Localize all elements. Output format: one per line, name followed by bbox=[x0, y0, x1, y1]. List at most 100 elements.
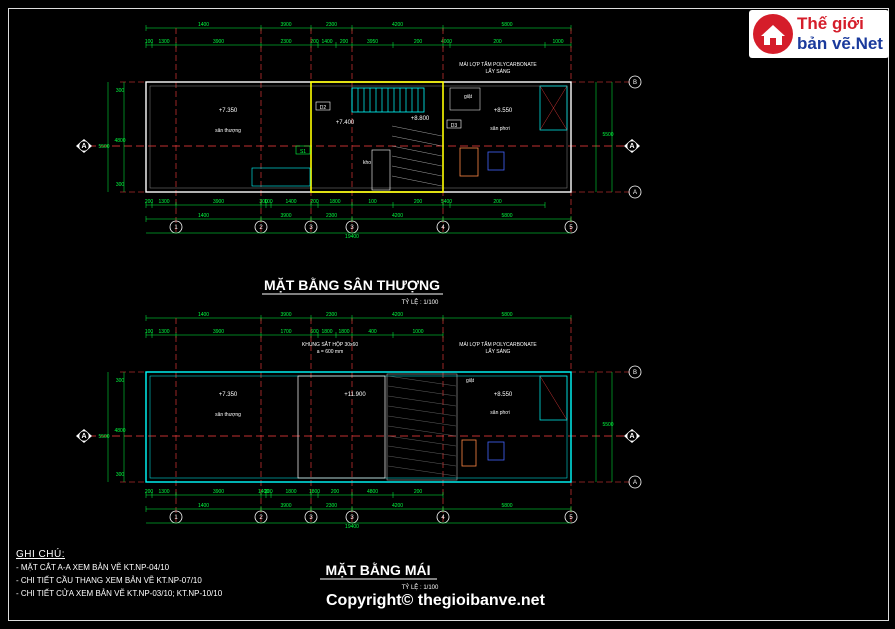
window-tag-label: S1 bbox=[300, 149, 306, 155]
grid-bubble-label: 1 bbox=[174, 515, 178, 521]
note-khung-2: a = 600 mm bbox=[317, 349, 344, 355]
roof-frame-hatch bbox=[387, 455, 457, 467]
roof-frame bbox=[386, 373, 458, 481]
copyright-text: Copyright© thegioibanve.net bbox=[326, 592, 545, 609]
grid-bubble-label: 3 bbox=[309, 515, 313, 521]
note-polycarbonate-2: LẤY SÁNG bbox=[486, 348, 511, 355]
dim-top1-value: 5800 bbox=[501, 22, 512, 28]
dim-top1-value: 4200 bbox=[392, 312, 403, 318]
dim-bot1-value: 200 bbox=[493, 199, 502, 205]
dim-top2-value: 3900 bbox=[213, 39, 224, 45]
elevation-a: +7.350 bbox=[219, 108, 238, 114]
section-marker-right-disc bbox=[626, 430, 638, 442]
dim-top2-value: 1000 bbox=[412, 329, 423, 335]
dim-top1-value: 1400 bbox=[198, 312, 209, 318]
grid-bubble-a bbox=[628, 185, 642, 199]
dim-bot2-value: 1400 bbox=[198, 503, 209, 509]
dim-bot1-value: 3900 bbox=[213, 489, 224, 495]
hatch bbox=[391, 125, 443, 137]
side-dim-total: 5500 bbox=[602, 132, 613, 138]
plan-scale-2: TỶ LỆ : 1/100 bbox=[402, 583, 439, 591]
dim-bot2-value: 3900 bbox=[280, 503, 291, 509]
dim-top2-value: 4000 bbox=[441, 39, 452, 45]
dim-bot1-value: 300 bbox=[259, 199, 268, 205]
dim-top2-value: 200 bbox=[340, 39, 349, 45]
dim-bot2-value: 2300 bbox=[326, 213, 337, 219]
core-wall bbox=[310, 81, 444, 193]
storage-room bbox=[371, 149, 391, 191]
dim-top2-value: 400 bbox=[368, 329, 377, 335]
door-tag bbox=[446, 119, 462, 129]
dim-bot1-value: 1800 bbox=[309, 489, 320, 495]
dim-bot1-value: 200 bbox=[310, 199, 319, 205]
dim-overall: 19400 bbox=[345, 524, 359, 530]
side-dim-total: 5500 bbox=[98, 144, 109, 150]
dim-top2-value: 200 bbox=[493, 39, 502, 45]
skylight-hatch bbox=[539, 85, 568, 131]
room-label-giat: giặt bbox=[464, 94, 473, 100]
elevation-b: +11.900 bbox=[344, 392, 366, 398]
site-logo[interactable]: Thế giới bản vẽ.Net bbox=[749, 10, 889, 58]
door-tag-label: D3 bbox=[451, 123, 458, 129]
dim-top2-value: 1300 bbox=[158, 329, 169, 335]
plan-scale-1: TỶ LỆ : 1/100 bbox=[402, 298, 439, 306]
elevation-d: +8.550 bbox=[494, 392, 513, 398]
dim-top2-value: 100 bbox=[145, 329, 154, 335]
note-polycarbonate: MÁI LỢP TẤM POLYCARBONATE bbox=[459, 341, 537, 348]
dim-bot1-value: 1800 bbox=[285, 489, 296, 495]
logo-line-1: Thế giới bbox=[797, 14, 864, 33]
section-marker-left-disc bbox=[78, 140, 90, 152]
stair bbox=[351, 87, 425, 113]
elevation-a: +7.350 bbox=[219, 392, 238, 398]
house-icon bbox=[753, 14, 793, 54]
side-dim-value: 300 bbox=[116, 88, 125, 94]
dim-bot2-value: 5800 bbox=[501, 503, 512, 509]
grid-bubble-label: 2 bbox=[259, 515, 263, 521]
side-dim-total: 5500 bbox=[602, 422, 613, 428]
dim-top1-value: 3900 bbox=[280, 312, 291, 318]
door-tag-label: D2 bbox=[320, 105, 327, 111]
roof-frame-hatch bbox=[387, 465, 457, 477]
roof-frame-hatch bbox=[387, 415, 457, 427]
section-marker-left-disc bbox=[78, 430, 90, 442]
dim-top2-value: 200 bbox=[414, 39, 423, 45]
dim-top2-value: 1800 bbox=[338, 329, 349, 335]
dim-top2-value: 3950 bbox=[367, 39, 378, 45]
dim-bot1-value: 5400 bbox=[441, 199, 452, 205]
general-notes: GHI CHÚ: - MẶT CẮT A-A XEM BẢN VẼ KT.NP-… bbox=[16, 548, 222, 600]
hatch bbox=[391, 135, 443, 147]
grid-bubble-label: 3 bbox=[350, 225, 354, 231]
dim-bot2-value: 1400 bbox=[198, 213, 209, 219]
room-label-d: sân phơi bbox=[490, 410, 509, 416]
room-label-d: sân phơi bbox=[490, 126, 509, 132]
grid-bubble-label: 2 bbox=[259, 225, 263, 231]
dim-bot1-value: 1400 bbox=[258, 489, 269, 495]
elevation-b: +7.400 bbox=[336, 120, 355, 126]
skylight bbox=[539, 85, 568, 131]
note-line: - CHI TIẾT CẦU THANG XEM BẢN VẼ KT.NP-07… bbox=[16, 576, 202, 585]
room-label-a: sân thượng bbox=[215, 412, 241, 418]
dim-top1-value: 2300 bbox=[326, 22, 337, 28]
dim-top2-value: 1000 bbox=[552, 39, 563, 45]
roof-frame-hatch bbox=[387, 395, 457, 407]
dim-top1-value: 1400 bbox=[198, 22, 209, 28]
table bbox=[461, 439, 477, 467]
chair bbox=[487, 151, 505, 171]
window-tag bbox=[295, 145, 311, 155]
logo-line-2: bản vẽ.Net bbox=[797, 34, 883, 53]
dim-bot2-value: 4200 bbox=[392, 213, 403, 219]
chair bbox=[487, 441, 505, 461]
dim-bot1-value: 1800 bbox=[329, 199, 340, 205]
dim-bot2-value: 4200 bbox=[392, 503, 403, 509]
section-marker-label: A bbox=[81, 433, 86, 440]
grid-bubble-label: B bbox=[633, 370, 637, 376]
plan-title-2: MẶT BẰNG MÁI bbox=[326, 561, 431, 578]
drawing-frame bbox=[8, 8, 889, 621]
planter bbox=[251, 167, 311, 187]
dim-top1-value: 2300 bbox=[326, 312, 337, 318]
grid-bubble-b bbox=[628, 365, 642, 379]
skylight bbox=[539, 375, 568, 421]
inner-wall bbox=[149, 85, 568, 189]
hatch bbox=[391, 155, 443, 167]
